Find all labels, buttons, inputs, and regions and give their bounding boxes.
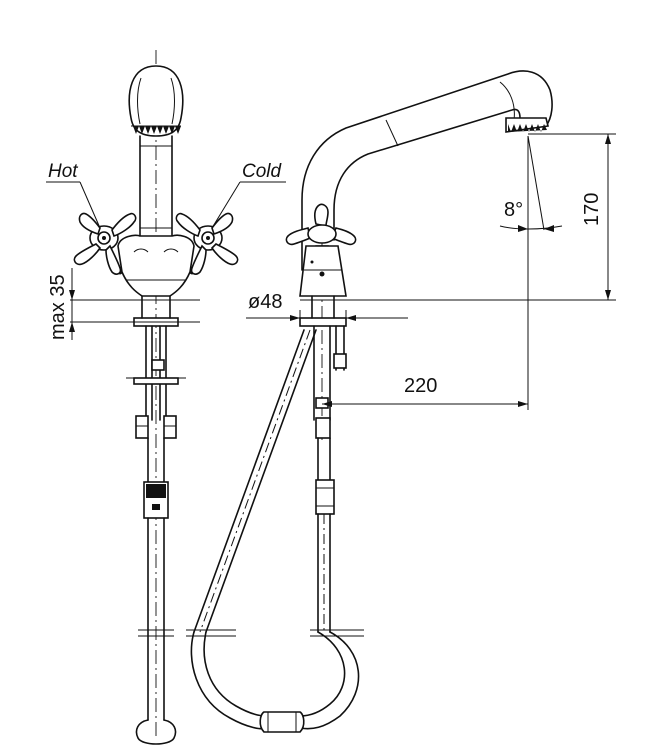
side-hose	[186, 329, 364, 733]
front-view: Hot Cold	[46, 50, 286, 745]
max35-dimension	[69, 268, 200, 340]
side-shank	[299, 295, 347, 439]
side-spout	[301, 70, 553, 271]
hot-handle	[73, 212, 137, 275]
hot-label: Hot	[48, 161, 78, 182]
reach-label: 220	[404, 375, 437, 397]
angle-label: 8°	[504, 199, 523, 221]
max35-label: max 35	[47, 274, 69, 340]
hot-label-leader	[46, 181, 101, 229]
front-hose	[135, 437, 177, 745]
cold-label: Cold	[242, 161, 283, 182]
side-body	[299, 245, 347, 297]
front-body	[117, 234, 195, 297]
front-spout-head	[128, 65, 184, 137]
angle-dimension	[499, 135, 563, 232]
cold-label-leader	[211, 181, 286, 229]
side-view: ø48 220 170 8°	[186, 70, 616, 733]
cold-handle	[175, 212, 239, 275]
reach-dimension	[322, 136, 529, 410]
diameter-label: ø48	[248, 291, 282, 313]
height-label: 170	[581, 193, 603, 226]
front-neck	[139, 135, 173, 237]
height-dimension	[300, 133, 616, 301]
diameter-dimension	[246, 310, 408, 326]
